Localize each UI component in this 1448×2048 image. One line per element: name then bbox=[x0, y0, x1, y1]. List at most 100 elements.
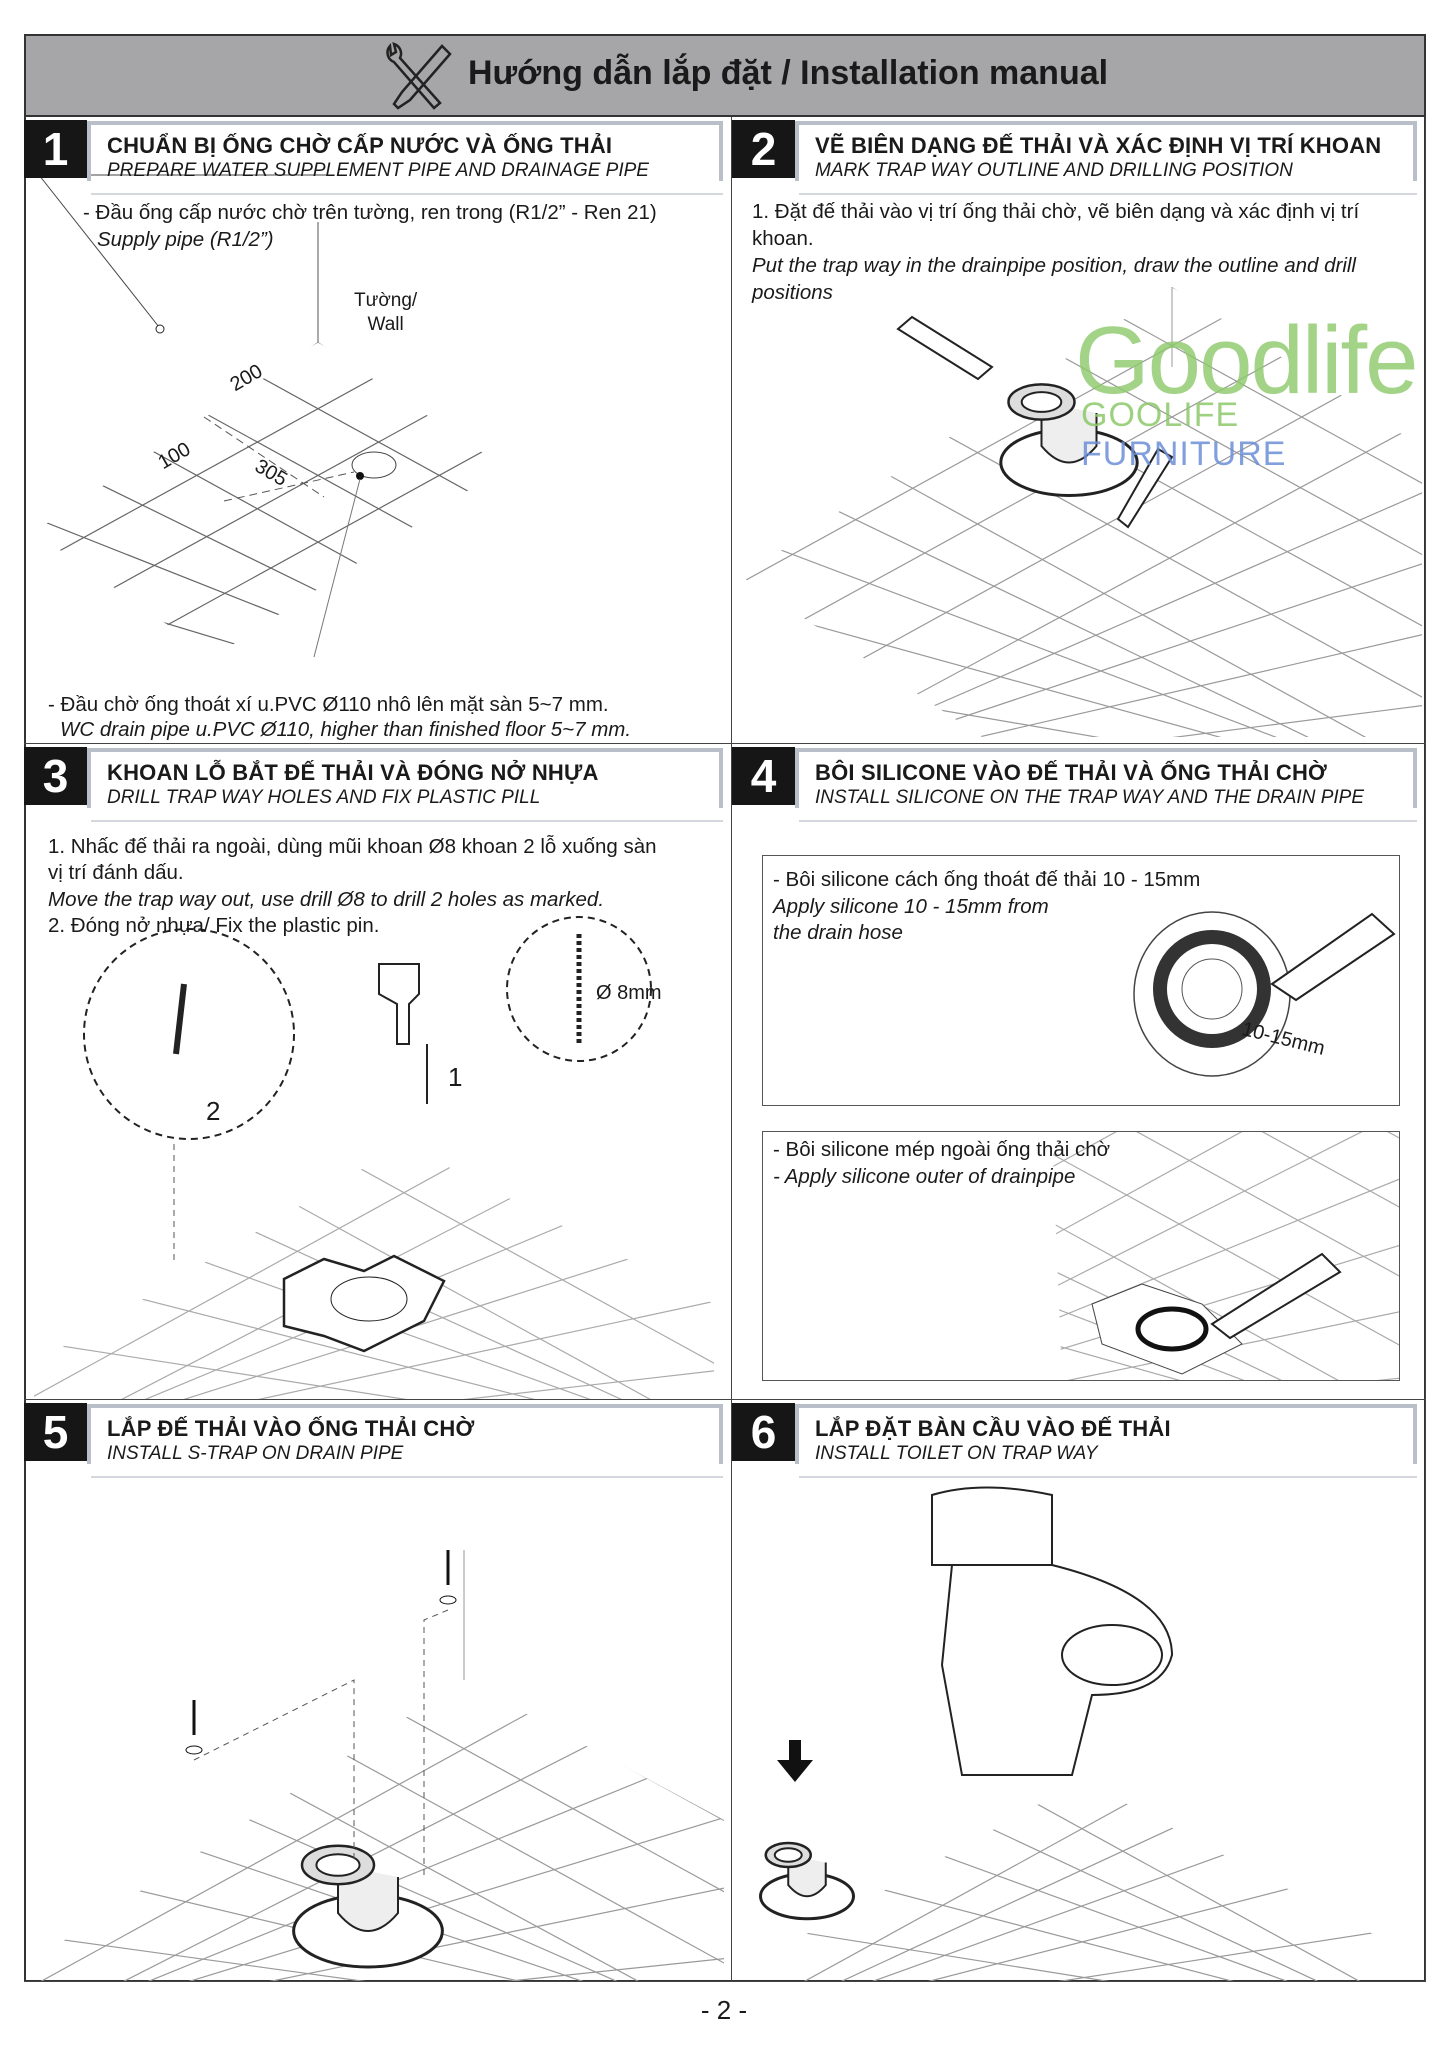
step-subtitle: INSTALL S-TRAP ON DRAIN PIPE bbox=[107, 1443, 404, 1464]
drill-illustration bbox=[34, 916, 714, 1399]
tile-line bbox=[742, 602, 1422, 737]
floor-tile-grid bbox=[1052, 1131, 1400, 1381]
plastic-pin bbox=[173, 983, 187, 1055]
tile-line bbox=[742, 1920, 1422, 1981]
drain-center-point bbox=[356, 472, 364, 480]
manual-header: Hướng dẫn lắp đặt / Installation manual bbox=[24, 34, 1426, 117]
instruction-line: khoan. bbox=[752, 227, 814, 250]
tile-line bbox=[34, 1680, 724, 1968]
marker-2: 2 bbox=[206, 1096, 221, 1126]
instruction-line-en: Move the trap way out, use drill Ø8 to d… bbox=[48, 888, 605, 911]
silicone-trap-box: - Bôi silicone cách ống thoát đế thải 10… bbox=[762, 855, 1400, 1106]
mark-outline-illustration bbox=[742, 287, 1422, 737]
drain-pipe-opening bbox=[351, 451, 397, 479]
tile-line bbox=[34, 1957, 724, 1981]
silicone-ring-drainpipe bbox=[1135, 1306, 1209, 1352]
leader-line bbox=[38, 174, 160, 328]
tile-line bbox=[742, 1780, 1422, 1981]
tile-line bbox=[1052, 1253, 1400, 1381]
instruction-line: - Bôi silicone mép ngoài ống thải chờ bbox=[773, 1138, 1111, 1161]
supply-pipe-note: - Đầu ống cấp nước chờ trên tường, ren t… bbox=[83, 201, 657, 224]
step-subtitle: INSTALL TOILET ON TRAP WAY bbox=[815, 1443, 1098, 1464]
dimension-line bbox=[223, 471, 355, 502]
tile-line bbox=[34, 1680, 724, 1897]
toilet-bowl bbox=[940, 1564, 1174, 1776]
dimension-line bbox=[203, 416, 325, 498]
instruction-line: 1. Đặt đế thải vào vị trí ống thải chờ, … bbox=[752, 200, 1360, 223]
step-number: 6 bbox=[732, 1403, 795, 1461]
tile-line bbox=[742, 1780, 1422, 1981]
tile-line bbox=[742, 1780, 1422, 1981]
tile-line bbox=[34, 380, 504, 657]
instruction-line-en: the drain hose bbox=[773, 921, 903, 944]
drain-pipe-note: - Đầu chờ ống thoát xí u.PVC Ø110 nhô lê… bbox=[48, 693, 609, 716]
tile-line bbox=[742, 673, 1422, 737]
tile-line bbox=[34, 1680, 724, 1920]
step-4-panel: 4 BÔI SILICONE VÀO ĐẾ THẢI VÀ ỐNG THẢI C… bbox=[732, 744, 1426, 1400]
step-number: 4 bbox=[732, 747, 795, 805]
detail-circle-pin bbox=[83, 928, 295, 1140]
tile-line bbox=[1052, 1131, 1400, 1381]
washer-left bbox=[185, 1745, 203, 1755]
instruction-line: 2. Đóng nở nhựa/ Fix the plastic pin. bbox=[48, 914, 380, 937]
instruction-line: - Bôi silicone cách ống thoát đế thải 10… bbox=[773, 868, 1201, 891]
tile-line bbox=[742, 1852, 1422, 1981]
silicone-gun bbox=[1210, 1252, 1342, 1340]
tile-line bbox=[34, 1680, 724, 1981]
tile-line bbox=[742, 348, 1422, 731]
tile-line bbox=[34, 1680, 724, 1826]
step-number: 3 bbox=[24, 747, 87, 805]
trap-outline bbox=[1091, 1283, 1243, 1375]
tile-line bbox=[742, 1924, 1422, 1981]
instruction-line-en: Put the trap way in the drainpipe positi… bbox=[752, 254, 1356, 277]
tile-line bbox=[742, 459, 1422, 737]
instruction-line: 1. Nhấc đế thải ra ngoài, dùng mũi khoan… bbox=[48, 835, 657, 858]
tile-line bbox=[742, 530, 1422, 737]
step-title-box: VẼ BIÊN DẠNG ĐẾ THẢI VÀ XÁC ĐỊNH VỊ TRÍ … bbox=[795, 121, 1417, 195]
tile-line bbox=[742, 490, 1422, 737]
tile-line bbox=[34, 342, 504, 657]
step-subtitle: INSTALL SILICONE ON THE TRAP WAY AND THE… bbox=[815, 787, 1365, 808]
manual-title: Hướng dẫn lắp đặt / Installation manual bbox=[468, 54, 1109, 92]
instruction-line-en: Apply silicone 10 - 15mm from bbox=[773, 895, 1049, 918]
tile-line bbox=[1052, 1131, 1400, 1381]
instruction-line-en: positions bbox=[752, 281, 833, 304]
supply-pipe-point bbox=[155, 324, 165, 334]
step-title: VẼ BIÊN DẠNG ĐẾ THẢI VÀ XÁC ĐỊNH VỊ TRÍ … bbox=[815, 133, 1382, 158]
step-subtitle: DRILL TRAP WAY HOLES AND FIX PLASTIC PIL… bbox=[107, 787, 541, 808]
tile-line bbox=[34, 379, 504, 657]
install-toilet-illustration bbox=[742, 1486, 1422, 1981]
toilet-tank bbox=[931, 1486, 1053, 1566]
step-title: CHUẨN BỊ ỐNG CHỜ CẤP NƯỚC VÀ ỐNG THẢI bbox=[107, 133, 613, 158]
drain-outline bbox=[330, 1276, 408, 1322]
detail-circle-drillbit bbox=[506, 916, 652, 1062]
trap-inlet-hole bbox=[315, 1853, 361, 1877]
wall-label-vi: Tường/ bbox=[354, 290, 418, 311]
step-subtitle: MARK TRAP WAY OUTLINE AND DRILLING POSIT… bbox=[815, 160, 1293, 181]
tile-line bbox=[34, 1933, 724, 1981]
tile-line bbox=[742, 704, 1422, 737]
tile-line bbox=[34, 1144, 714, 1399]
tile-line bbox=[742, 1780, 1422, 1981]
step-title: KHOAN LỖ BẮT ĐẾ THẢI VÀ ĐÓNG NỞ NHỰA bbox=[107, 760, 599, 785]
drill-size-label: Ø 8mm bbox=[596, 982, 662, 1004]
tile-line bbox=[742, 561, 1422, 737]
step-subtitle: PREPARE WATER SUPPLEMENT PIPE AND DRAINA… bbox=[107, 160, 649, 181]
tile-line bbox=[1052, 1131, 1400, 1381]
trap-outline bbox=[282, 1254, 446, 1353]
drill-icon bbox=[378, 963, 420, 1045]
tile-line bbox=[34, 1339, 714, 1399]
step-number: 5 bbox=[24, 1403, 87, 1461]
step-title: LẮP ĐẾ THẢI VÀO ỐNG THẢI CHỜ bbox=[107, 1416, 475, 1441]
tile-line bbox=[1052, 1131, 1400, 1381]
marker-1: 1 bbox=[448, 1062, 463, 1092]
silicone-distance-label: 10-15mm bbox=[1239, 1018, 1328, 1060]
wall-label-en: Wall bbox=[367, 314, 404, 335]
step-title: BÔI SILICONE VÀO ĐẾ THẢI VÀ ỐNG THẢI CHỜ bbox=[815, 760, 1328, 785]
